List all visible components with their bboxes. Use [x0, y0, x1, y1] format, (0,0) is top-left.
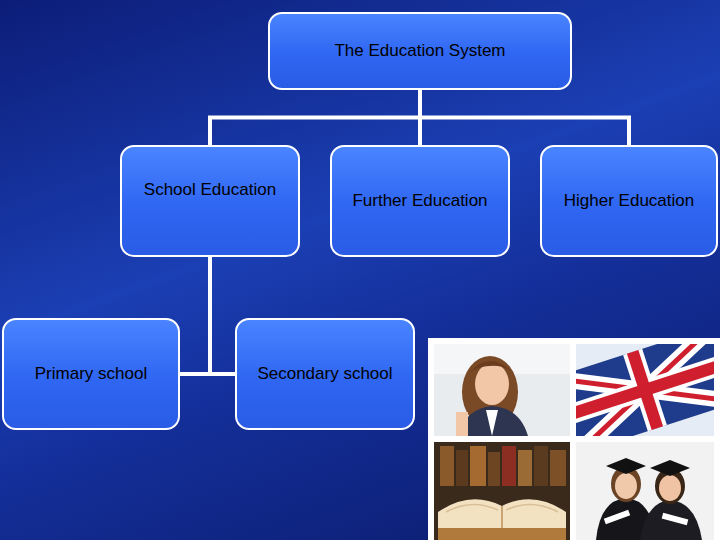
category-box: School Education	[120, 145, 300, 257]
box-label: Higher Education	[564, 191, 694, 211]
box-label: School Education	[144, 180, 276, 200]
tree-connector	[180, 257, 210, 374]
stage-box: Primary school	[2, 318, 180, 430]
category-box: Higher Education	[540, 145, 718, 257]
tree-connector	[210, 90, 420, 145]
books-photo	[434, 442, 570, 540]
union-flag	[576, 344, 714, 436]
stage-box: Secondary school	[235, 318, 415, 430]
tree-connector	[420, 90, 629, 145]
tree-connector	[210, 257, 235, 374]
student-photo	[434, 344, 570, 436]
box-label: Secondary school	[257, 364, 392, 384]
category-box: Further Education	[330, 145, 510, 257]
graduates-photo	[576, 442, 714, 540]
root-box: The Education System	[268, 12, 572, 90]
box-label: Further Education	[352, 191, 487, 211]
box-label: Primary school	[35, 364, 147, 384]
box-label: The Education System	[334, 41, 505, 61]
